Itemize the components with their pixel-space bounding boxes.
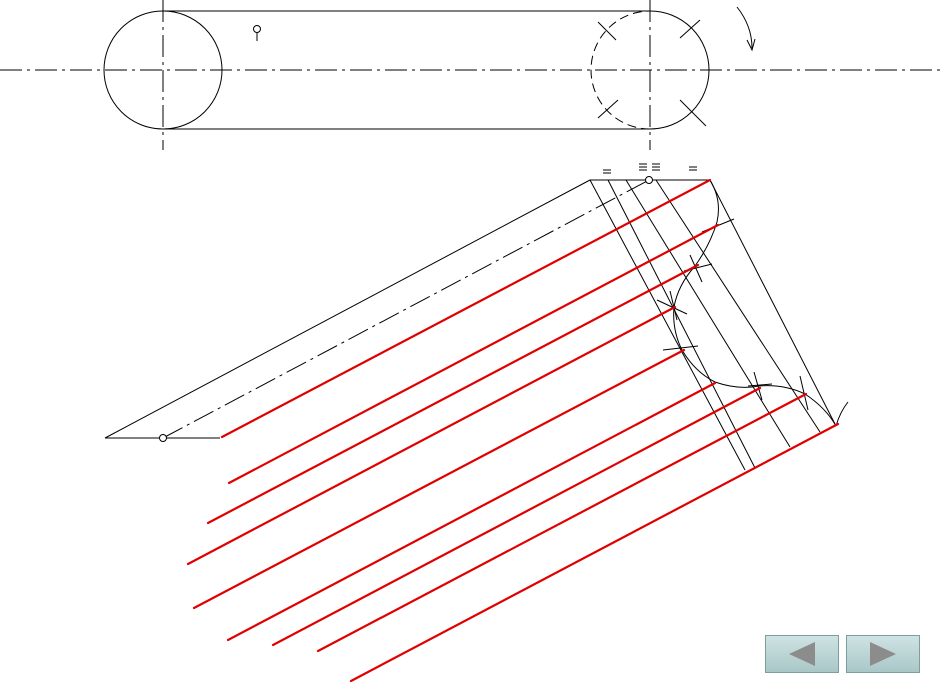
development-view bbox=[104, 163, 849, 471]
projection-line bbox=[186, 305, 677, 566]
triangle-right-icon bbox=[870, 642, 896, 666]
prev-button[interactable] bbox=[765, 635, 839, 673]
generator-lines bbox=[589, 179, 837, 471]
projection-line bbox=[206, 263, 700, 525]
projection-line bbox=[227, 223, 720, 485]
projection-line bbox=[226, 381, 717, 642]
end-arc bbox=[835, 401, 849, 427]
tick-mark bbox=[597, 99, 619, 119]
long-edge bbox=[104, 179, 591, 439]
right-end-arc-dashed bbox=[590, 10, 651, 130]
rotation-arrow bbox=[736, 6, 753, 49]
construction-ticks bbox=[656, 218, 809, 411]
rotation-arrow-head bbox=[746, 38, 756, 52]
projection-line bbox=[271, 386, 762, 647]
next-button[interactable] bbox=[846, 635, 920, 673]
equal-marks bbox=[603, 163, 697, 174]
top-view bbox=[0, 0, 942, 150]
point-marker bbox=[253, 25, 261, 33]
triangle-left-icon bbox=[789, 642, 815, 666]
projection-line bbox=[349, 422, 840, 683]
tick-mark bbox=[679, 99, 707, 127]
tick-mark bbox=[597, 21, 617, 41]
projection-line bbox=[192, 348, 686, 610]
projection-line bbox=[316, 392, 808, 653]
axis-point-bottom bbox=[159, 434, 167, 442]
projection-lines bbox=[186, 178, 840, 683]
axis-point-top bbox=[645, 176, 653, 184]
axis-centerline bbox=[162, 179, 650, 439]
projection-line bbox=[220, 178, 712, 439]
tick-mark bbox=[679, 19, 701, 39]
right-end-arc-solid bbox=[649, 10, 710, 130]
